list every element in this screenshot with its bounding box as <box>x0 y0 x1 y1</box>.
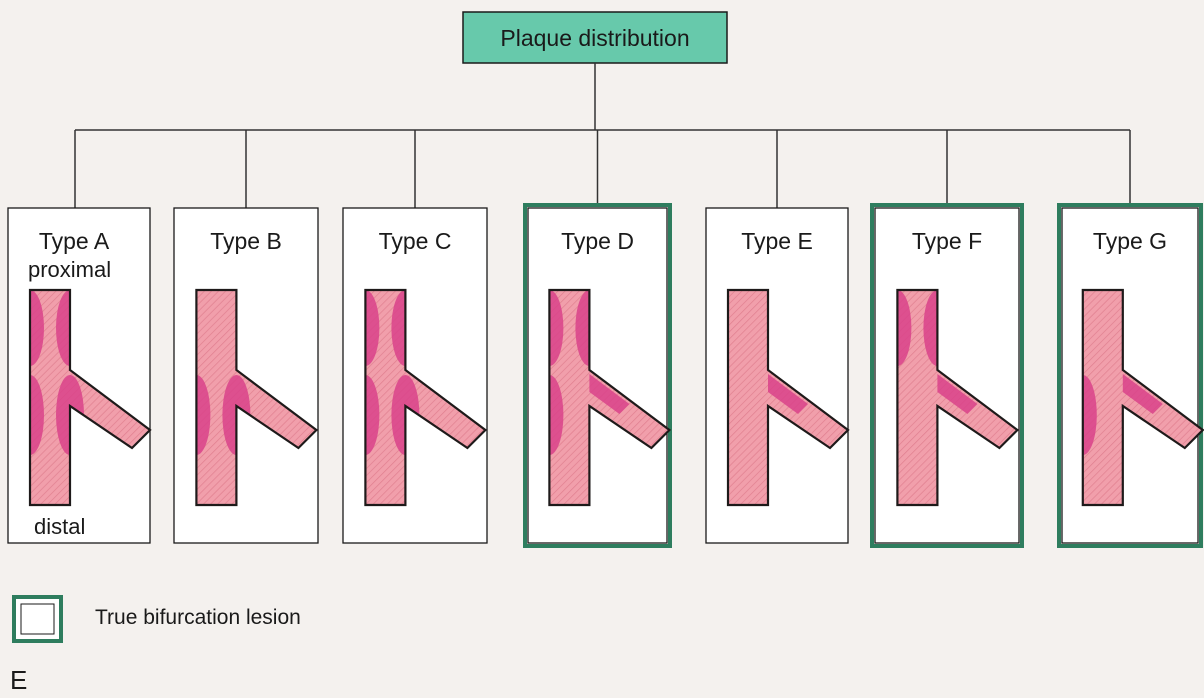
type-label: Type F <box>912 228 982 254</box>
root-label: Plaque distribution <box>500 25 689 51</box>
type-panel-g: Type G <box>1059 205 1203 546</box>
proximal-label: proximal <box>28 257 111 282</box>
connector-lines <box>75 63 1130 208</box>
type-label: Type G <box>1093 228 1167 254</box>
type-label: Type D <box>561 228 634 254</box>
type-panel-f: Type F <box>872 205 1022 546</box>
type-panel-c: Type C <box>343 208 487 543</box>
panel-letter: E <box>10 665 27 695</box>
legend-label: True bifurcation lesion <box>95 606 301 629</box>
type-panel-d: Type D <box>525 205 670 546</box>
type-label: Type E <box>741 228 813 254</box>
distal-label: distal <box>34 514 85 539</box>
type-panel-b: Type B <box>174 208 318 543</box>
type-label: Type A <box>39 228 110 254</box>
type-panels: Type A Type B Type C Type D Type E Type F Type… <box>8 205 1203 546</box>
legend: True bifurcation lesion <box>14 597 301 641</box>
type-label: Type B <box>210 228 282 254</box>
type-label: Type C <box>379 228 452 254</box>
type-panel-e: Type E <box>706 208 848 543</box>
